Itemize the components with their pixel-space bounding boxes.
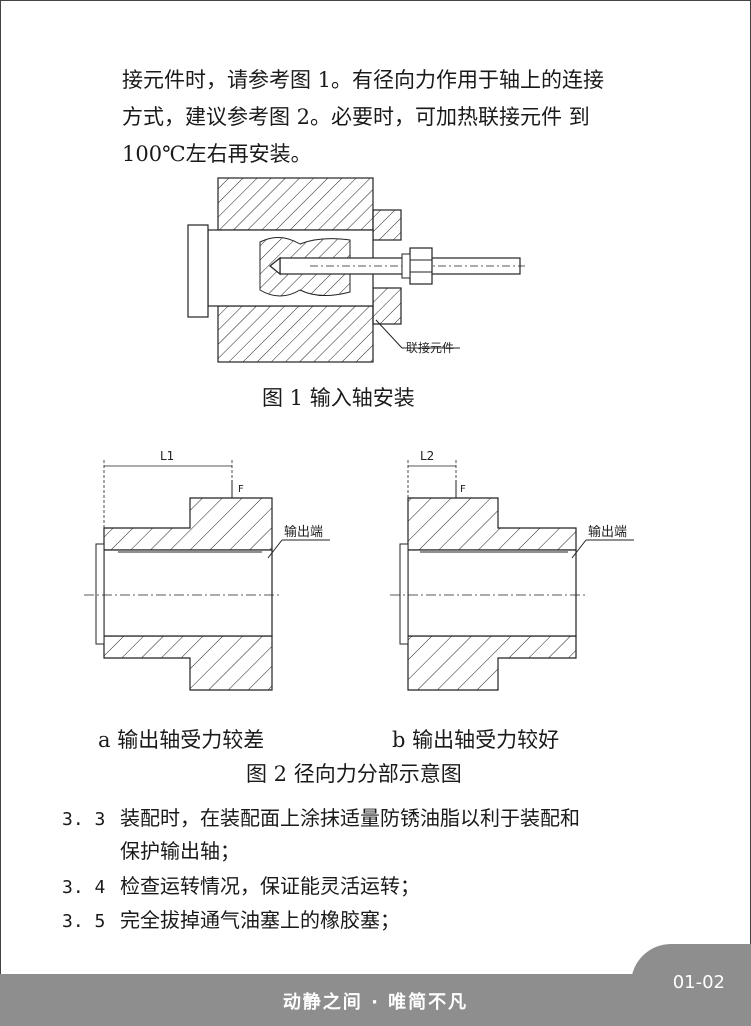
step-text: 检查运转情况，保证能灵活运转；: [120, 874, 420, 898]
intro-line-1: 接元件时，请参考图 1。有径向力作用于轴上的连接: [122, 68, 605, 92]
step-3-3-continued: 保护输出轴；: [120, 839, 240, 863]
page-footer: 动静之间 · 唯简不凡 01-02: [0, 944, 751, 1026]
force-f-a: F: [238, 484, 244, 495]
figure-2b-drawing: L2 F 输出端: [390, 449, 634, 691]
page-number: 01-02: [672, 972, 725, 993]
intro-line-2: 方式，建议参考图 2。必要时，可加热联接元件 到: [122, 105, 590, 129]
figure-1-drawing: 联接元件: [187, 177, 525, 363]
dim-l2: L2: [420, 449, 434, 463]
step-number: 3. 4: [62, 877, 106, 898]
coupling-label: 联接元件: [406, 340, 454, 355]
intro-line-3: 100℃左右再安装。: [122, 142, 312, 166]
step-text: 装配时，在装配面上涂抹适量防锈油脂以利于装配和: [120, 806, 580, 830]
intro-paragraph: 接元件时，请参考图 1。有径向力作用于轴上的连接 方式，建议参考图 2。必要时，…: [122, 62, 692, 173]
figure-2b-caption: b 输出轴受力较好: [392, 728, 560, 752]
step-3-3: 3. 3 装配时，在装配面上涂抹适量防锈油脂以利于装配和: [62, 802, 580, 836]
figure-2a-caption: a 输出轴受力较差: [98, 728, 265, 752]
output-label-b: 输出端: [588, 524, 627, 540]
figure-2-caption: 图 2 径向力分部示意图: [246, 762, 462, 786]
step-number: 3. 3: [62, 809, 106, 830]
force-f-b: F: [460, 484, 466, 495]
footer-band: [0, 974, 751, 1026]
step-3-4: 3. 4 检查运转情况，保证能灵活运转；: [62, 870, 420, 904]
step-3-5: 3. 5 完全拔掉通气油塞上的橡胶塞；: [62, 904, 400, 938]
output-label-a: 输出端: [284, 524, 323, 540]
footer-slogan: 动静之间 · 唯简不凡: [282, 992, 469, 1013]
step-number: 3. 5: [62, 911, 106, 932]
footer-page-tab: [631, 944, 751, 1026]
figure-1-caption: 图 1 输入轴安装: [262, 386, 415, 410]
dim-l1: L1: [160, 449, 174, 463]
step-text: 完全拔掉通气油塞上的橡胶塞；: [120, 908, 400, 932]
figure-2a-drawing: L1 F 输出端: [84, 449, 330, 691]
